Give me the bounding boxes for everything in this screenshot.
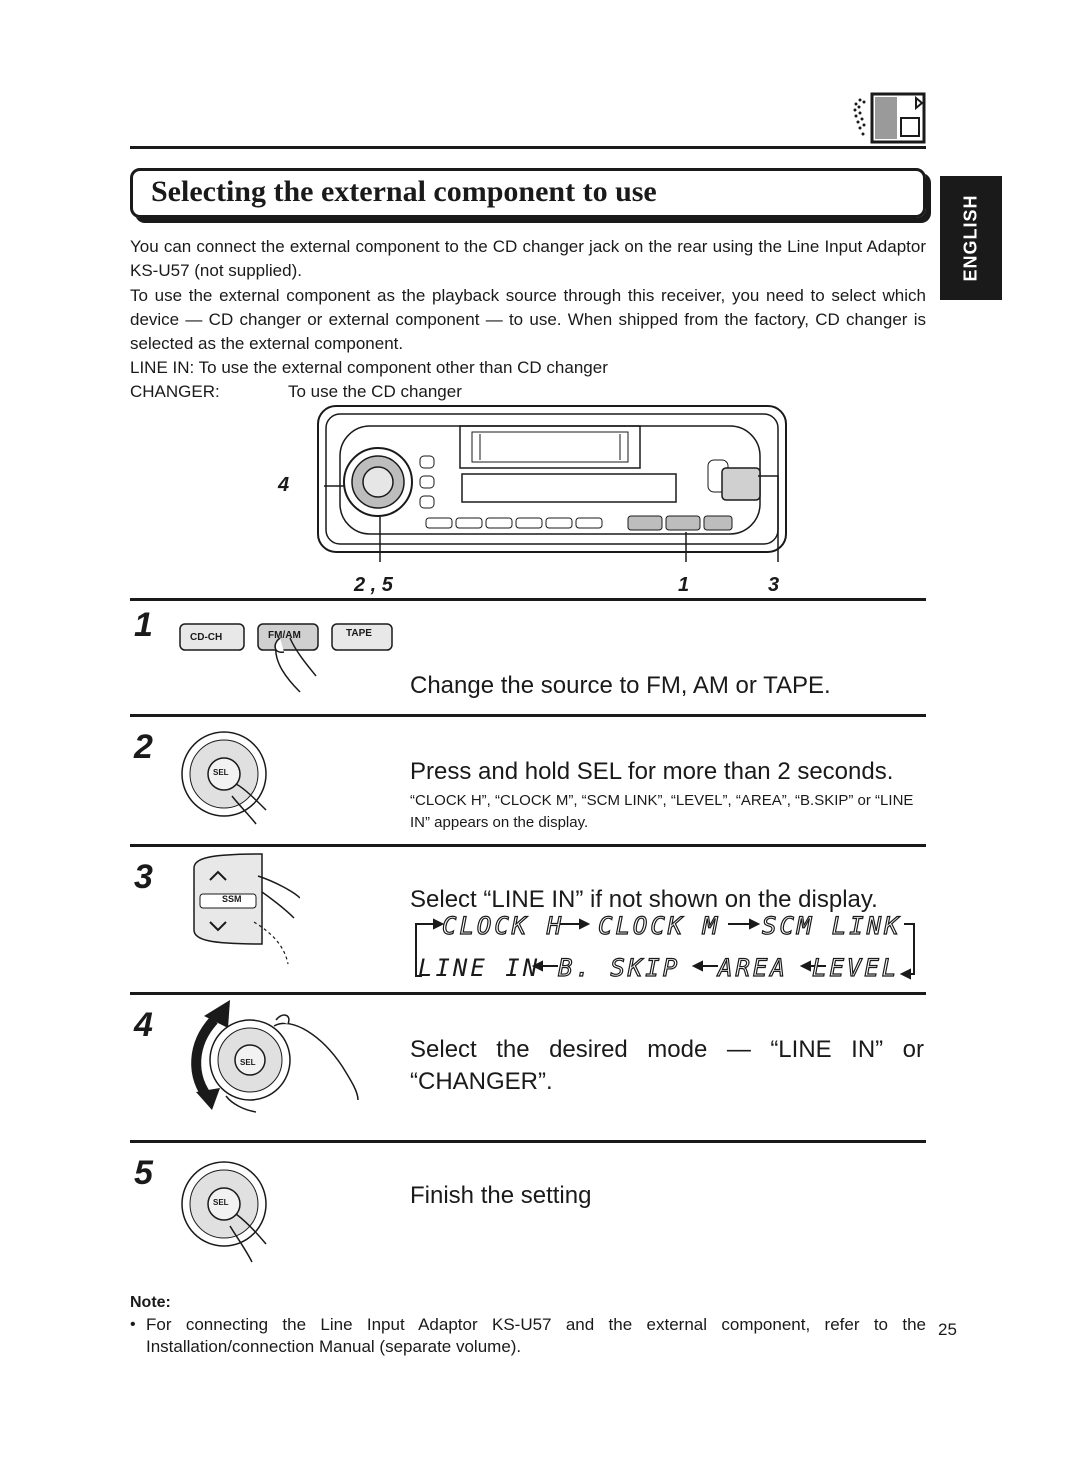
step-4-rule [130,992,926,995]
step-1-instruction: Change the source to FM, AM or TAPE. [410,672,831,699]
display-line-in: LINE IN [418,954,541,982]
display-level: LEVEL [811,953,900,982]
display-b-skip: B. SKIP [557,953,681,982]
note-bullet-marker: • [130,1316,136,1333]
changer-term: CHANGER: [130,382,220,401]
intro-paragraph-2: To use the external component as the pla… [130,286,926,353]
source-buttons-illustration [179,623,393,693]
step-1-number: 1 [134,606,153,644]
step-1-rule [130,598,926,601]
step-3-rule [130,844,926,847]
sel-knob-rotate-illustration [191,1000,359,1113]
step-2-instruction: Press and hold SEL for more than 2 secon… [410,758,894,785]
sel-knob-press-illustration-step5 [181,1161,267,1263]
cd-ch-button-label: CD-CH [190,632,223,643]
section-title: Selecting the external component to use [151,175,657,208]
step-5-instruction: Finish the setting [410,1182,592,1209]
cd-changer-icon [853,92,926,144]
top-rule [130,146,926,149]
sel-button-label-step4: SEL [240,1058,256,1067]
step-4-instruction: Select the desired mode — “LINE IN” or “… [410,1036,924,1095]
step-5-number: 5 [134,1154,153,1192]
step-2-rule [130,714,926,717]
ssm-button-label: SSM [222,894,242,904]
note-heading: Note: [130,1294,171,1311]
sel-button-label-step5: SEL [213,1198,229,1207]
note-text: For connecting the Line Input Adaptor KS… [146,1315,926,1356]
sel-knob-press-illustration [181,731,267,825]
step-2-detail: “CLOCK H”, “CLOCK M”, “SCM LINK”, “LEVEL… [410,792,914,831]
language-tab-label: ENGLISH [960,194,981,282]
step-5-rule [130,1140,926,1143]
callout-4: 4 [278,474,290,496]
callout-1: 1 [678,574,690,596]
ssm-rocker-illustration [193,853,300,965]
line-in-definition: LINE IN: To use the external component o… [130,358,608,377]
intro-paragraph-1: You can connect the external component t… [130,237,926,280]
step-3-instruction: Select “LINE IN” if not shown on the dis… [410,886,878,913]
display-area: AREA [717,953,788,982]
section-title-box: Selecting the external component to use [130,168,926,218]
fm-am-button-label: FM/AM [268,630,301,641]
display-cycle-arrows [415,918,915,980]
callout-2-5: 2 , 5 [354,574,393,596]
language-tab: ENGLISH [940,176,1002,300]
display-scm-link: SCM LINK [761,911,902,940]
page-number: 25 [938,1320,957,1339]
tape-button-label: TAPE [346,628,372,639]
display-clock-m: CLOCK M [597,911,721,940]
display-clock-h: CLOCK H [441,911,565,940]
receiver-faceplate-diagram [317,405,787,562]
step-2-number: 2 [134,728,153,766]
step-4-number: 4 [134,1006,153,1044]
sel-button-label: SEL [213,768,229,777]
changer-definition: To use the CD changer [288,382,462,401]
callout-3: 3 [768,574,780,596]
step-3-number: 3 [134,858,153,896]
